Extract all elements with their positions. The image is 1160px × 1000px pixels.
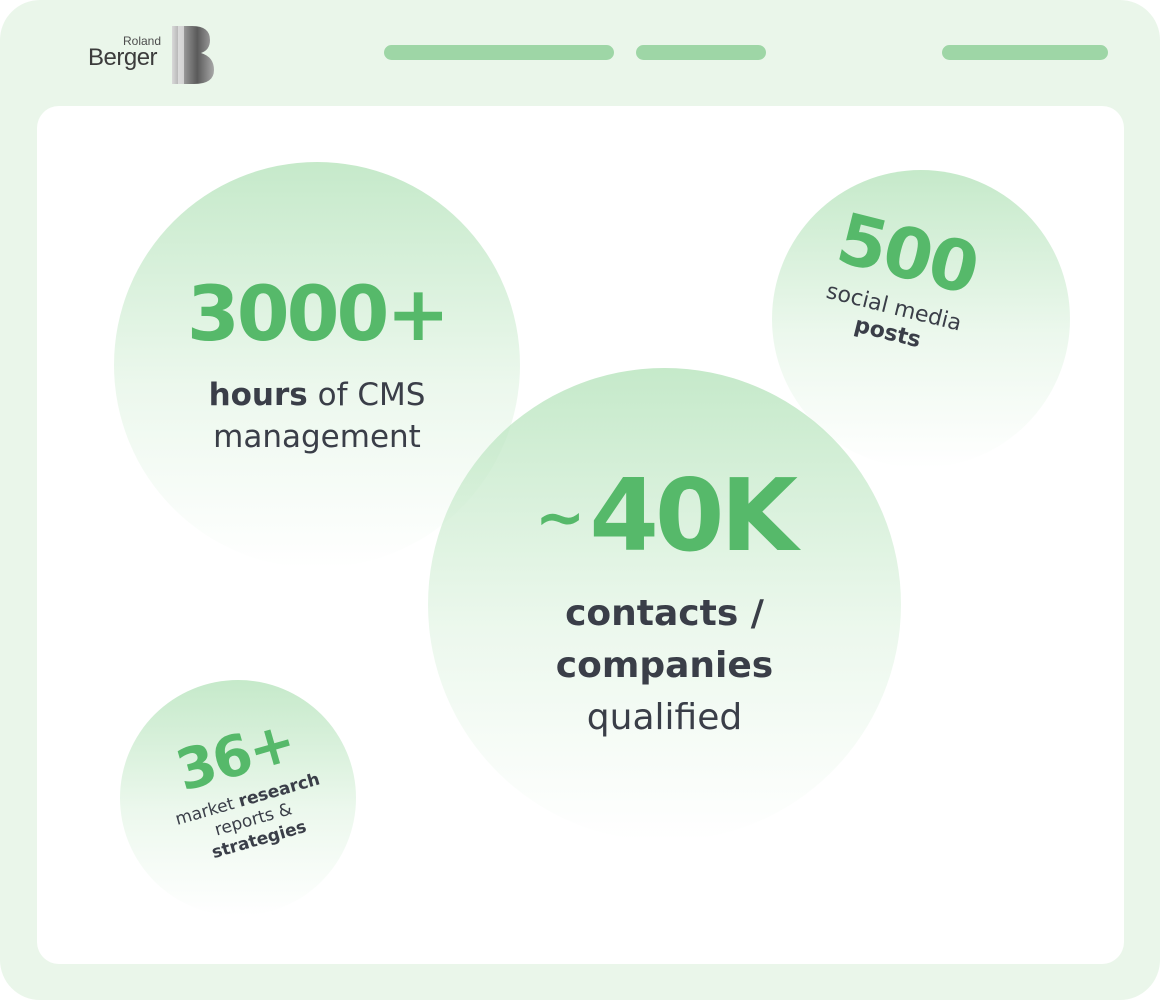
nav-placeholder-3[interactable] [942, 45, 1108, 60]
logo-b-mark-icon [172, 26, 214, 84]
stat-hours-value: 3000+ [186, 269, 450, 358]
logo-roland-text: Roland [123, 34, 162, 48]
bubble-reports [120, 680, 356, 916]
roland-berger-logo[interactable]: Roland Berger [88, 24, 218, 86]
bubble-posts [772, 170, 1070, 468]
nav-placeholder-2[interactable] [636, 45, 766, 60]
logo-berger-text: Berger [88, 44, 158, 71]
stat-contacts-value: ~40K [535, 457, 798, 574]
nav-placeholder-1[interactable] [384, 45, 614, 60]
bubble-contacts [428, 368, 901, 841]
